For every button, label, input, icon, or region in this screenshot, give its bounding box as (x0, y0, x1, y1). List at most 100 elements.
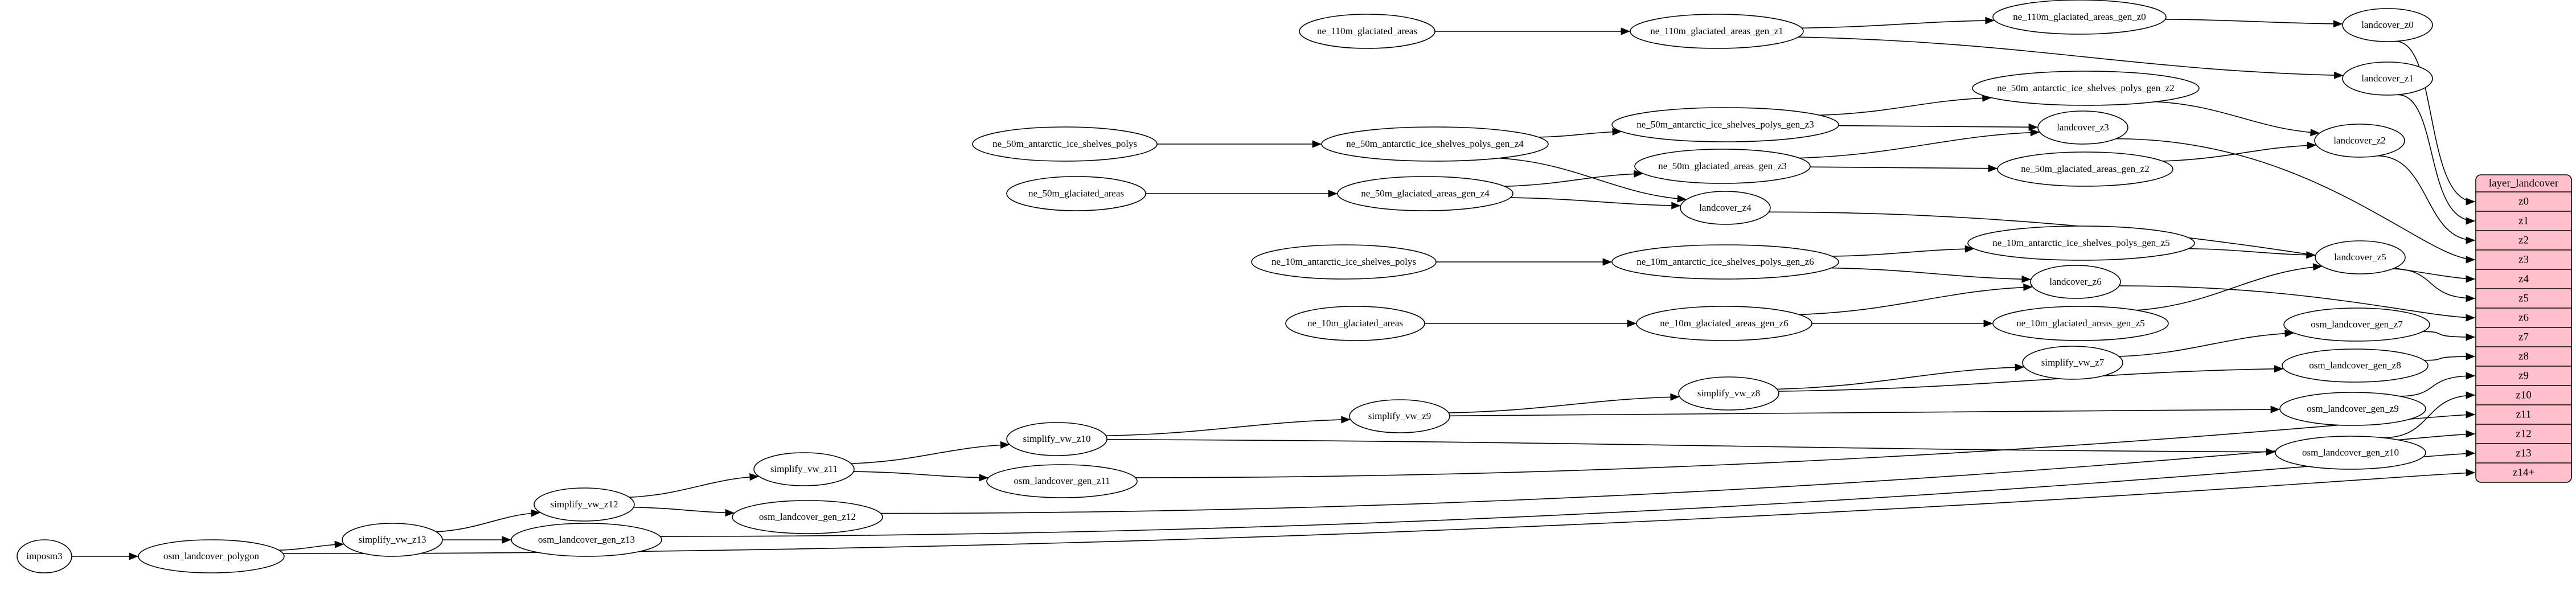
edge-arrowhead (2333, 71, 2344, 79)
table-row-z13[interactable]: z13 (2516, 447, 2531, 459)
node-osm_landcover_gen_z7[interactable]: osm_landcover_gen_z7 (2283, 307, 2430, 342)
edge-arrowhead (1627, 319, 1637, 327)
node-shape (986, 464, 1138, 498)
node-landcover_z5[interactable]: landcover_z5 (2315, 240, 2406, 274)
node-shape (1992, 0, 2167, 35)
node-simplify_vw_z11[interactable]: simplify_vw_z11 (753, 452, 855, 486)
node-osm_landcover_gen_z13[interactable]: osm_landcover_gen_z13 (511, 523, 662, 557)
node-landcover_z1[interactable]: landcover_z1 (2342, 61, 2433, 96)
table-row-z9[interactable]: z9 (2518, 370, 2529, 382)
table-row-z5[interactable]: z5 (2518, 292, 2529, 304)
node-ne_50m_antarctic_ice_shelves_polys_gen_z2[interactable]: ne_50m_antarctic_ice_shelves_polys_gen_z… (1972, 71, 2200, 106)
node-shape (1678, 376, 1779, 411)
node-ne_10m_antarctic_ice_shelves_polys[interactable]: ne_10m_antarctic_ice_shelves_polys (1251, 244, 1437, 280)
edge-arrowhead (2466, 294, 2476, 302)
node-ne_50m_antarctic_ice_shelves_polys[interactable]: ne_50m_antarctic_ice_shelves_polys (972, 126, 1158, 162)
table-row-z14p[interactable]: z14+ (2513, 466, 2534, 478)
node-shape (2282, 348, 2429, 383)
node-simplify_vw_z10[interactable]: simplify_vw_z10 (1006, 422, 1107, 456)
node-osm_landcover_gen_z8[interactable]: osm_landcover_gen_z8 (2282, 348, 2429, 383)
edge-layer (72, 17, 2476, 560)
edge-arrowhead (1602, 258, 1613, 266)
table-row-z3[interactable]: z3 (2518, 253, 2529, 265)
node-ne_10m_antarctic_ice_shelves_polys_gen_z5[interactable]: ne_10m_antarctic_ice_shelves_polys_gen_z… (1967, 225, 2195, 261)
table-frame (2475, 174, 2572, 483)
node-shape (1611, 107, 1839, 142)
node-shape (1634, 149, 1811, 184)
node-landcover_z6[interactable]: landcover_z6 (2030, 265, 2121, 299)
edge-arrowhead (2466, 411, 2476, 419)
node-landcover_z4[interactable]: landcover_z4 (1680, 191, 1771, 225)
edge-osm_landcover_gen_z8-to-layer_landcover-z8 (2424, 356, 2475, 361)
node-landcover_z2[interactable]: landcover_z2 (2314, 124, 2405, 158)
edge-arrowhead (2015, 363, 2025, 371)
node-simplify_vw_z8[interactable]: simplify_vw_z8 (1678, 376, 1779, 411)
node-imposm3[interactable]: imposm3 (17, 539, 72, 573)
node-ne_50m_glaciated_areas_gen_z4[interactable]: ne_50m_glaciated_areas_gen_z4 (1337, 176, 1513, 211)
node-ne_110m_glaciated_areas_gen_z0[interactable]: ne_110m_glaciated_areas_gen_z0 (1992, 0, 2167, 35)
table-row-z7[interactable]: z7 (2518, 331, 2529, 343)
table-row-z0[interactable]: z0 (2518, 195, 2529, 207)
edge-simplify_vw_z9-to-simplify_vw_z8 (1449, 396, 1679, 413)
table-row-z4[interactable]: z4 (2518, 273, 2529, 285)
node-ne_50m_glaciated_areas[interactable]: ne_50m_glaciated_areas (1006, 176, 1146, 211)
edge-simplify_vw_z13-to-simplify_vw_z12 (436, 512, 540, 532)
table-row-z6[interactable]: z6 (2518, 311, 2529, 323)
edge-arrowhead (2466, 469, 2476, 477)
edge-simplify_vw_z8-to-simplify_vw_z7 (1777, 366, 2024, 390)
table-row-z8[interactable]: z8 (2518, 350, 2529, 362)
table-row-z2[interactable]: z2 (2518, 234, 2529, 246)
node-ne_110m_glaciated_areas[interactable]: ne_110m_glaciated_areas (1299, 14, 1435, 49)
node-ne_110m_glaciated_areas_gen_z1[interactable]: ne_110m_glaciated_areas_gen_z1 (1630, 14, 1804, 49)
table-row-z10[interactable]: z10 (2516, 389, 2531, 401)
node-shape (138, 539, 285, 573)
edge-ne_10m_antarctic_ice_shelves_polys_gen_z6-to-ne_10m_antarctic_ice_shelves_polys_gen_z5 (1832, 248, 1974, 257)
edge-landcover_z6-to-layer_landcover-z6 (2119, 285, 2475, 318)
edge-simplify_vw_z7-to-osm_landcover_gen_z7 (2119, 332, 2294, 357)
edge-arrowhead (2023, 283, 2033, 292)
node-landcover_z3[interactable]: landcover_z3 (2037, 110, 2128, 145)
node-ne_10m_glaciated_areas[interactable]: ne_10m_glaciated_areas (1285, 306, 1425, 341)
node-simplify_vw_z13[interactable]: simplify_vw_z13 (342, 523, 443, 557)
node-ne_50m_antarctic_ice_shelves_polys_gen_z3[interactable]: ne_50m_antarctic_ice_shelves_polys_gen_z… (1611, 107, 1839, 142)
edge-simplify_vw_z8-to-osm_landcover_gen_z8 (1778, 368, 2283, 392)
layer-landcover-table[interactable]: layer_landcoverz0z1z2z3z4z5z6z7z8z9z10z1… (2475, 174, 2572, 483)
edge-ne_10m_antarctic_ice_shelves_polys_gen_z5-to-landcover_z5 (2188, 248, 2315, 256)
node-osm_landcover_gen_z12[interactable]: osm_landcover_gen_z12 (732, 500, 883, 534)
edge-arrowhead (1964, 245, 1975, 253)
edge-simplify_vw_z11-to-simplify_vw_z10 (851, 444, 1010, 464)
node-shape (1251, 244, 1437, 280)
edge-arrowhead (2028, 123, 2038, 131)
node-ne_10m_glaciated_areas_gen_z5[interactable]: ne_10m_glaciated_areas_gen_z5 (1992, 306, 2169, 341)
node-landcover_z0[interactable]: landcover_z0 (2342, 8, 2433, 42)
node-simplify_vw_z7[interactable]: simplify_vw_z7 (2022, 346, 2123, 380)
edge-osm_landcover_gen_z7-to-layer_landcover-z7 (2422, 331, 2475, 338)
node-simplify_vw_z12[interactable]: simplify_vw_z12 (534, 487, 635, 522)
edge-arrowhead (1988, 165, 1998, 173)
edge-arrowhead (2466, 449, 2476, 457)
node-shape (1997, 151, 2173, 187)
edge-arrowhead (2310, 129, 2320, 137)
node-shape (2279, 392, 2426, 426)
node-simplify_vw_z9[interactable]: simplify_vw_z9 (1349, 399, 1450, 433)
node-shape (1299, 14, 1435, 49)
node-osm_landcover_gen_z9[interactable]: osm_landcover_gen_z9 (2279, 392, 2426, 426)
table-row-z11[interactable]: z11 (2516, 408, 2532, 420)
table-row-z1[interactable]: z1 (2518, 215, 2529, 227)
node-shape (1636, 306, 1812, 341)
node-ne_50m_glaciated_areas_gen_z2[interactable]: ne_50m_glaciated_areas_gen_z2 (1997, 151, 2173, 187)
node-osm_landcover_gen_z10[interactable]: osm_landcover_gen_z10 (2275, 436, 2426, 470)
node-shape (1285, 306, 1425, 341)
node-ne_10m_antarctic_ice_shelves_polys_gen_z6[interactable]: ne_10m_antarctic_ice_shelves_polys_gen_z… (1611, 244, 1839, 280)
edge-landcover_z1-to-layer_landcover-z1 (2397, 94, 2475, 222)
edge-ne_10m_glaciated_areas_gen_z5-to-landcover_z5 (2136, 265, 2322, 311)
node-ne_50m_glaciated_areas_gen_z3[interactable]: ne_50m_glaciated_areas_gen_z3 (1634, 149, 1811, 184)
edge-landcover_z4-to-layer_landcover-z4 (1769, 211, 2475, 280)
edge-osm_landcover_gen_z11-to-layer_landcover-z11 (1135, 414, 2475, 478)
node-osm_landcover_polygon[interactable]: osm_landcover_polygon (138, 539, 285, 573)
table-row-z12[interactable]: z12 (2516, 428, 2531, 440)
node-osm_landcover_gen_z11[interactable]: osm_landcover_gen_z11 (986, 464, 1138, 498)
node-ne_10m_glaciated_areas_gen_z6[interactable]: ne_10m_glaciated_areas_gen_z6 (1636, 306, 1812, 341)
node-ne_50m_antarctic_ice_shelves_polys_gen_z4[interactable]: ne_50m_antarctic_ice_shelves_polys_gen_z… (1321, 126, 1549, 162)
